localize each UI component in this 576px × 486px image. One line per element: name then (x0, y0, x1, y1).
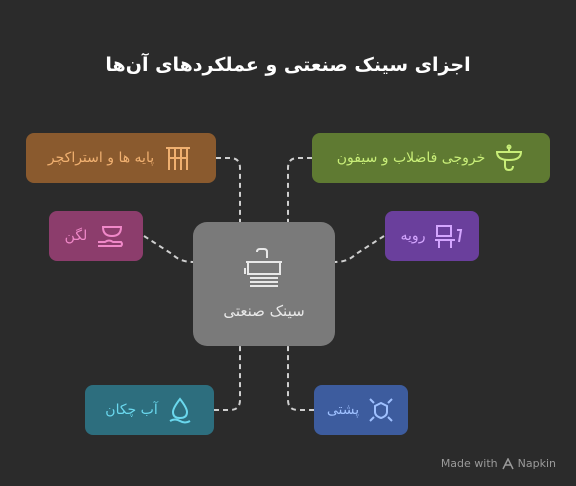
siphon-drain-icon (496, 144, 523, 172)
center-node: سینک صنعتی (193, 222, 335, 346)
footer-brand: Made with Napkin (441, 457, 556, 470)
made-with-text: Made with (440, 457, 498, 470)
node-faucet: آب چکان (85, 385, 214, 435)
node-drain: خروجی فاضلاب و سیفون (312, 133, 550, 183)
node-splash: پشتی (314, 385, 408, 435)
node-surface-label: رویه (400, 228, 426, 244)
node-faucet-label: آب چکان (105, 402, 158, 418)
node-splash-label: پشتی (326, 402, 360, 418)
center-label: سینک صنعتی (223, 302, 305, 320)
node-stand-label: پایه ها و استراکچر (47, 150, 155, 166)
node-basin-label: لگن (64, 228, 88, 244)
stand-legs-icon (166, 147, 191, 170)
backsplash-shield-icon (369, 398, 393, 422)
basin-hand-icon (98, 226, 124, 247)
water-drop-icon (169, 397, 191, 424)
node-stand: پایه ها و استراکچر (26, 133, 216, 183)
node-surface: رویه (385, 211, 479, 261)
diagram-title: اجزای سینک صنعتی و عملکردهای آن‌ها (105, 54, 471, 76)
napkin-logo-icon (501, 457, 514, 469)
brand-name: Napkin (517, 457, 556, 470)
surface-desk-icon (435, 225, 463, 248)
node-drain-label: خروجی فاضلاب و سیفون (336, 150, 486, 166)
node-basin: لگن (49, 211, 143, 261)
sink-icon (244, 248, 282, 287)
